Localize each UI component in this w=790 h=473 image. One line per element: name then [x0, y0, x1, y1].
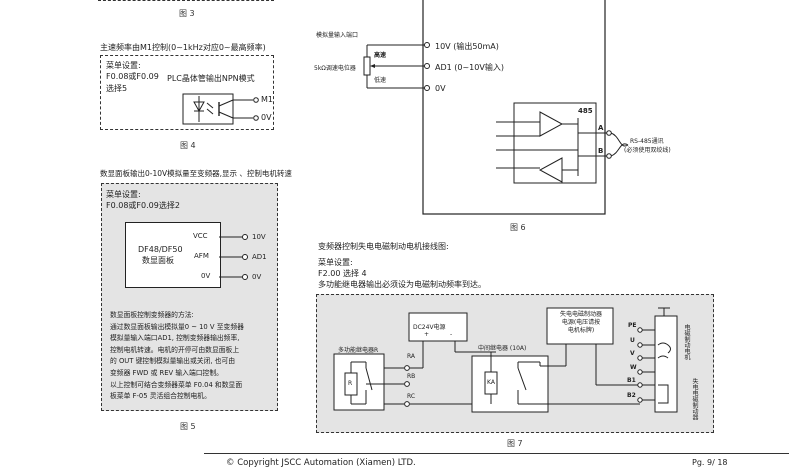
- fig7-term-b1: B1: [627, 377, 636, 384]
- fig5-caption: 图 5: [180, 422, 196, 431]
- fig5-wiring: [219, 234, 248, 280]
- fig7-menu-line2: 多功能继电器输出必须设为电磁制动频率到达。: [318, 280, 486, 289]
- fig5-term-0v: 0V: [252, 273, 262, 281]
- fig4-menu-line1: F0.08或F0.09: [106, 72, 159, 81]
- fig3-caption: 图 3: [179, 9, 195, 18]
- fig6-caption: 图 6: [510, 223, 526, 232]
- fig7-psu-plus: +: [424, 331, 430, 338]
- fig7-brake-psu-line: 电机标牌): [567, 327, 595, 334]
- fig5-notes: 数显面板控制变频器的方法: 通过数显面板输出模拟量0 ~ 10 V 至变频器 模…: [110, 310, 244, 403]
- fig7-term-pe: PE: [628, 322, 637, 329]
- fig7-heading: 变频器控制失电电磁制动电机接线图:: [318, 242, 449, 251]
- fig7-brake-psu-line: 电源(电压请按: [561, 319, 601, 326]
- fig5-note: 变频器 FWD 或 REV 输入端口控制。: [110, 368, 223, 377]
- fig7-brake-label: 失电电磁制动器: [691, 378, 698, 420]
- fig5-box: 菜单设置: F0.08或F0.09选择2 DF48/DF50 数显面板 VCC …: [101, 183, 278, 411]
- fig5-panel-name1: DF48/DF50: [138, 245, 183, 254]
- fig4-menu-title: 菜单设置:: [106, 61, 141, 70]
- fig6-pot-label: 5kΩ调速电位器: [314, 65, 356, 72]
- fig7-term-b2: B2: [627, 392, 636, 399]
- fig7-box: [316, 294, 714, 433]
- fig5-note: 模拟量输入端口AD1, 控制变频器输出频率,: [110, 334, 240, 343]
- fig7-psu-minus: -: [450, 331, 453, 338]
- fig7-brake-psu-line: 失电电磁制动器: [559, 311, 602, 318]
- fig5-menu-line1: F0.08或F0.09选择2: [106, 201, 180, 210]
- fig5-term-ad1: AD1: [252, 253, 267, 261]
- fig4-heading: 主速频率由M1控制(0~1kHz对应0~最高频率): [100, 43, 266, 52]
- fig5-term-10v: 10V: [252, 233, 266, 241]
- fig7-term-u: U: [630, 337, 635, 344]
- fig7-term-v: V: [630, 350, 635, 357]
- fig7-caption: 图 7: [507, 439, 523, 448]
- fig6-port-label: 模拟量输入端口: [316, 32, 359, 39]
- fig5-menu-title: 菜单设置:: [106, 190, 141, 199]
- fig4-box: 菜单设置: F0.08或F0.09 PLC晶体管输出NPN模式 选择5 M1 0…: [100, 55, 274, 130]
- fig4-menu-note: PLC晶体管输出NPN模式: [167, 74, 255, 83]
- fig6-rs485-note: (必须使用双绞线): [624, 147, 671, 154]
- fig6-pin-b: B: [598, 147, 604, 155]
- fig3-box-bottom: [98, 0, 274, 1]
- fig6-rs485-label: RS-485通讯: [630, 138, 664, 145]
- fig7-relay-box: R: [348, 380, 353, 387]
- fig7-motor-label: 电磁制动电机: [683, 324, 690, 360]
- fig7-term-rb: RB: [407, 373, 416, 380]
- fig6-term-10v: 10V (输出50mA): [435, 42, 499, 51]
- fig7-term-ra: RA: [407, 353, 416, 360]
- fig5-panel-name2: 数显面板: [142, 256, 174, 265]
- fig7-menu-line1: F2.00 选择 4: [318, 269, 367, 278]
- fig5-note: 通过数显面板输出模拟量0 ~ 10 V 至变频器: [110, 322, 244, 331]
- fig5-panel: DF48/DF50 数显面板 VCC AFM 0V: [125, 222, 221, 288]
- fig4-pin-0v: 0V: [261, 113, 272, 122]
- fig5-pin-0v: 0V: [201, 272, 211, 280]
- fig4-caption: 图 4: [180, 141, 196, 150]
- fig5-heading: 数显面板输出0-10V模拟量至变频器,显示 、控制电机转速: [100, 169, 292, 178]
- fig6-low: 低速: [374, 77, 387, 84]
- footer-page-number: Pg. 9/ 18: [692, 458, 728, 467]
- fig7-psu-label: DC24V电源: [413, 324, 446, 331]
- fig4-pin-m1: M1: [261, 95, 273, 104]
- fig5-note: 控制电机转速。电机的开停可由数显面板上: [110, 345, 240, 354]
- fig6-term-ad1: AD1 (0~10V输入): [435, 63, 504, 72]
- fig7-brake-psu: 失电电磁制动器 电源(电压请按 电机标牌): [552, 311, 610, 335]
- fig4-menu-line2: 选择5: [106, 84, 128, 93]
- footer-rule: [204, 453, 789, 454]
- fig4-optocoupler-diagram: [182, 93, 259, 125]
- fig5-pin-afm: AFM: [194, 252, 209, 260]
- fig5-pin-vcc: VCC: [193, 232, 208, 240]
- fig5-note: 的 OUT 键控制模拟量输出或关闭, 也可由: [110, 357, 236, 366]
- fig5-note: 数显面板控制变频器的方法:: [110, 311, 194, 319]
- fig7-mid-relay-label: 中间继电器 (10A): [478, 345, 527, 352]
- fig5-note: 板菜单 F-05 灵活组合控制电机。: [110, 392, 211, 401]
- fig7-menu-title: 菜单设置:: [318, 258, 353, 267]
- fig7-relay-label: 多功能继电器R: [338, 347, 379, 354]
- fig7-term-w: W: [630, 364, 637, 371]
- fig7-term-rc: RC: [407, 393, 416, 400]
- fig6-pin-a: A: [598, 124, 604, 132]
- fig7-ka: KA: [487, 379, 495, 386]
- fig5-note: 以上控制可结合变频器菜单 F0.04 和数显面: [110, 380, 243, 389]
- fig6-chip-label: 485: [578, 107, 593, 115]
- footer-copyright: © Copyright JSCC Automation (Xiamen) LTD…: [226, 458, 416, 468]
- fig6-high: 高速: [374, 52, 387, 59]
- fig6-term-0v: 0V: [435, 84, 446, 93]
